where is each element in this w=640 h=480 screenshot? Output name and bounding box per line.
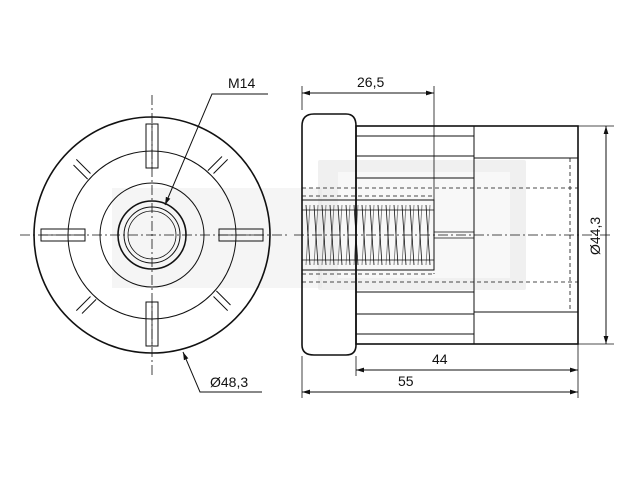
side-view	[294, 113, 612, 356]
dimension-total-length	[301, 356, 578, 398]
body-length-label: 44	[432, 351, 448, 367]
outer-diameter-label: Ø48,3	[210, 374, 248, 390]
thread-label: M14	[228, 75, 255, 91]
threaded-insert	[301, 199, 435, 271]
thread-circle	[123, 206, 181, 264]
bore-circle	[127, 210, 177, 260]
total-length-label: 55	[398, 373, 414, 389]
hub-outer-circle	[99, 182, 205, 288]
radial-ribs	[40, 123, 264, 347]
outer-flange-circle	[33, 116, 271, 354]
thread-leader	[164, 93, 268, 206]
body-diameter-label: Ø44,3	[587, 217, 603, 255]
dimension-body-length	[355, 344, 579, 398]
outer-diameter-leader	[182, 351, 262, 393]
front-view	[20, 93, 290, 393]
flange-outline	[301, 113, 357, 356]
insert-depth-label: 26,5	[357, 74, 384, 90]
dimension-body-diameter	[578, 125, 614, 345]
thread-boss-circle	[117, 200, 187, 270]
dimension-insert-depth	[301, 86, 435, 196]
